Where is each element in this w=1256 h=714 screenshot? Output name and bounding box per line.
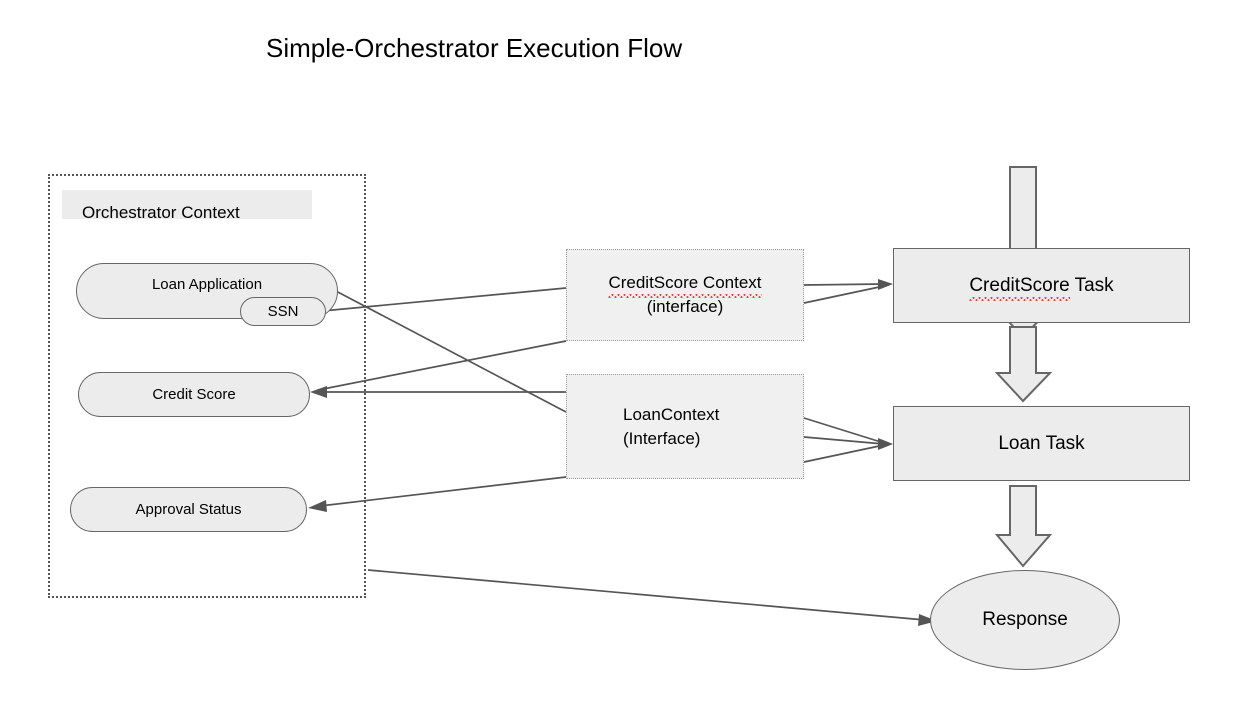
edge-loan-application-to-loancontext: [333, 289, 567, 413]
node-creditscore-task[interactable]: CreditScore Task: [893, 248, 1190, 323]
orchestrator-context-label-band: [62, 190, 312, 219]
node-creditscore-task-label: CreditScore Task: [969, 274, 1114, 301]
node-loan-context-line2: (Interface): [623, 428, 701, 448]
node-loan-task[interactable]: Loan Task: [893, 406, 1190, 481]
edge-orchestrator-to-response: [367, 569, 937, 626]
creditscore-to-loan-block-arrow: [994, 326, 1053, 403]
node-credit-score-label: Credit Score: [152, 385, 236, 403]
node-creditscore-context-line1: CreditScore Context: [608, 271, 762, 298]
edge-loancontext-to-creditscore-task: [803, 285, 885, 304]
node-loan-task-label: Loan Task: [998, 432, 1085, 454]
node-creditscore-task-label-suffix: Task: [1069, 274, 1114, 296]
loan-to-response-block-arrow: [994, 485, 1053, 568]
node-loan-context[interactable]: LoanContext (Interface): [566, 374, 804, 479]
node-approval-status[interactable]: Approval Status: [70, 487, 307, 532]
node-creditscore-context[interactable]: CreditScore Context (interface): [566, 249, 804, 341]
node-ssn-label: SSN: [267, 302, 299, 320]
node-creditscore-task-misspelled-word: CreditScore: [969, 274, 1070, 301]
page-title: Simple-Orchestrator Execution Flow: [266, 33, 683, 63]
node-creditscore-context-line2: (interface): [646, 297, 724, 316]
orchestrator-context-label: Orchestrator Context: [82, 203, 240, 222]
node-ssn[interactable]: SSN: [240, 297, 326, 326]
node-loan-context-line1: LoanContext: [623, 404, 720, 424]
node-credit-score[interactable]: Credit Score: [78, 372, 310, 417]
node-loan-application-label: Loan Application: [151, 276, 263, 293]
orchestrator-context-container: [48, 174, 366, 598]
node-response[interactable]: Response: [930, 570, 1120, 670]
edge-loancontext-to-loan-task: [803, 417, 893, 463]
edge-creditscore-context-to-creditscore-task: [803, 279, 893, 290]
node-response-label: Response: [982, 609, 1068, 630]
node-approval-status-label: Approval Status: [135, 500, 242, 518]
